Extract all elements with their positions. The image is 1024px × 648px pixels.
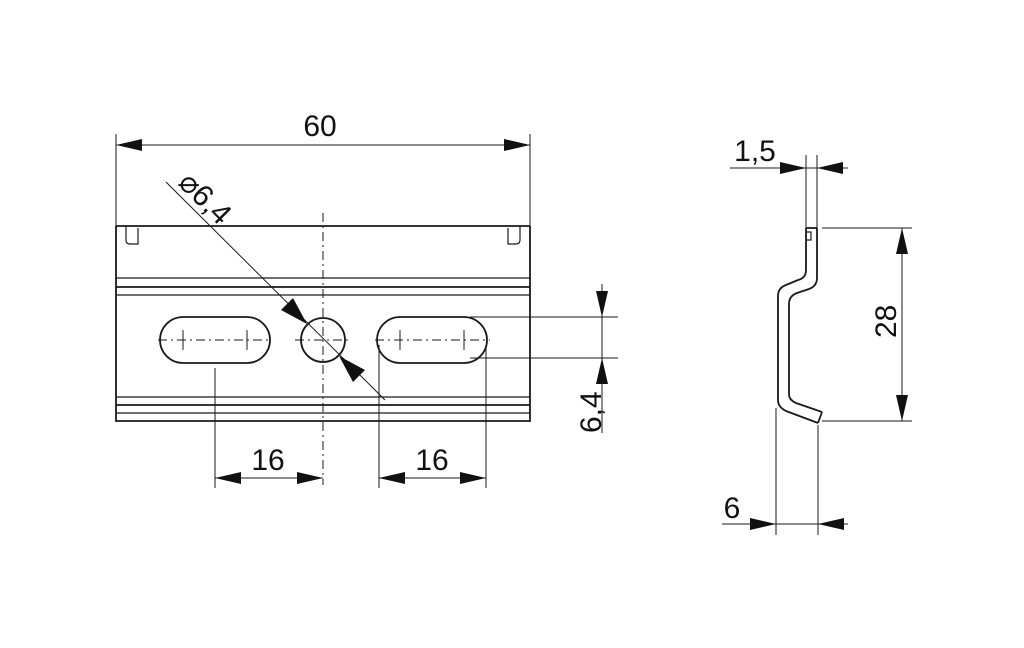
dim-16-left-label: 16 [251,444,284,477]
dim-slot-height: 6,4 [470,284,618,433]
dim-thickness: 1,5 [730,135,848,228]
dim-diameter-label: ⌀6,4 [172,166,238,232]
dim-spacing-left: 16 [214,368,323,488]
dim-overall-width: 60 [115,110,531,226]
rail-profile [777,227,823,424]
dim-6-label: 6 [724,492,741,525]
dim-hole-diameter: ⌀6,4 [165,166,386,401]
dim-16-right-label: 16 [415,444,448,477]
slot-left [159,316,271,364]
dim-depth: 6 [722,408,848,535]
center-lines [158,213,490,485]
side-view: 1,5 28 6 [722,135,912,535]
dim-6-4-label: 6,4 [575,391,608,433]
dim-spacing-right: 16 [378,345,487,488]
dim-28-label: 28 [870,305,903,338]
dim-height: 28 [822,227,912,422]
front-view: 60 ⌀6,4 16 16 [115,110,618,488]
dim-60-label: 60 [303,110,336,143]
dim-1-5-label: 1,5 [734,135,776,168]
slot-right [376,316,488,364]
